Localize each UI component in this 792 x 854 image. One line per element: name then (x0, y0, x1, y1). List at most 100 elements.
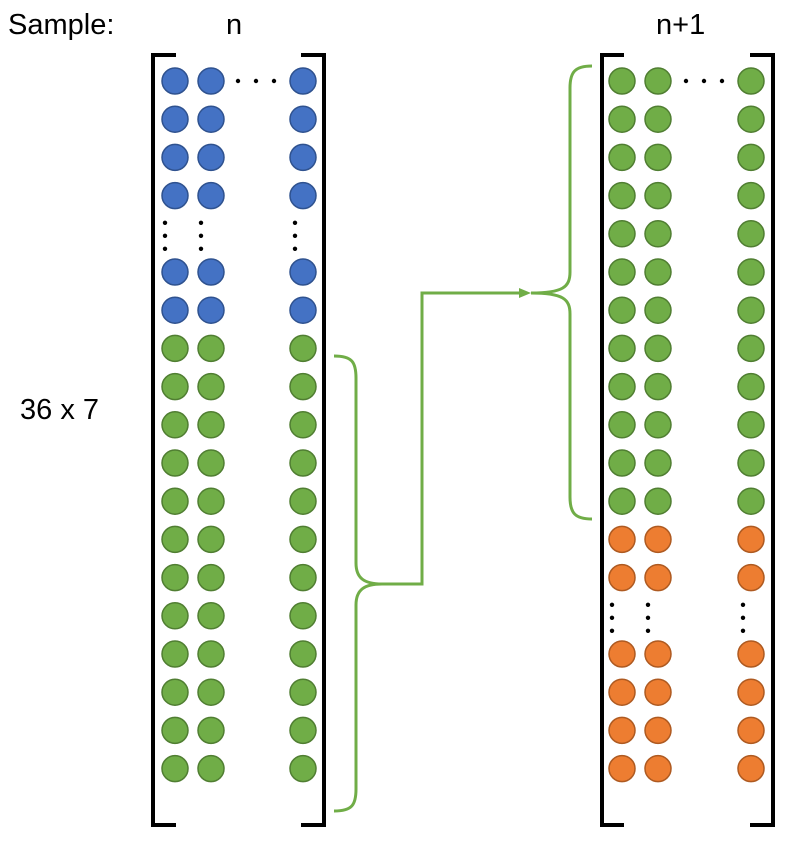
green-element-dot (737, 411, 765, 439)
vertical-ellipsis-dot (740, 615, 746, 620)
green-element-dot (161, 602, 189, 630)
green-element-dot (289, 487, 317, 515)
orange-element-dot (608, 754, 636, 783)
green-element-dot (197, 640, 225, 668)
green-element-dot (161, 525, 189, 554)
left-matrix (161, 67, 317, 783)
vertical-ellipsis-dot (609, 602, 615, 607)
vertical-ellipsis-dot (162, 220, 168, 225)
green-element-dot (289, 716, 317, 745)
green-element-dot (737, 487, 765, 515)
green-element-dot (644, 487, 672, 515)
blue-element-dot (289, 181, 317, 210)
green-element-dot (644, 181, 672, 210)
orange-element-dot (644, 525, 672, 554)
orange-element-dot (737, 678, 765, 706)
green-element-dot (197, 411, 225, 439)
green-element-dot (197, 716, 225, 745)
green-element-dot (737, 449, 765, 477)
vertical-ellipsis-dot (740, 602, 746, 607)
horizontal-ellipsis-dot (271, 78, 277, 84)
green-element-dot (737, 220, 765, 248)
blue-element-dot (197, 296, 225, 324)
green-element-dot (161, 640, 189, 668)
orange-element-dot (644, 640, 672, 668)
orange-element-dot (644, 754, 672, 783)
green-element-dot (161, 754, 189, 783)
green-element-dot (289, 640, 317, 668)
green-element-dot (197, 602, 225, 630)
green-element-dot (289, 372, 317, 401)
vertical-ellipsis-dot (740, 628, 746, 633)
sample-label: Sample: (8, 9, 115, 41)
green-element-dot (644, 220, 672, 248)
vertical-ellipsis-dot (162, 246, 168, 251)
vertical-ellipsis-dot (645, 615, 651, 620)
green-element-dot (289, 678, 317, 706)
orange-element-dot (644, 678, 672, 706)
green-element-dot (608, 220, 636, 248)
orange-element-dot (608, 563, 636, 592)
vertical-ellipsis-dot (198, 233, 204, 238)
right-matrix-header: n+1 (656, 9, 706, 41)
orange-element-dot (737, 563, 765, 592)
green-element-dot (161, 449, 189, 477)
blue-element-dot (161, 181, 189, 210)
green-element-dot (608, 411, 636, 439)
green-element-dot (161, 372, 189, 401)
vertical-ellipsis-dot (198, 220, 204, 225)
green-element-dot (197, 487, 225, 515)
green-element-dot (289, 563, 317, 592)
green-element-dot (161, 487, 189, 515)
matrix-size-label: 36 x 7 (20, 394, 99, 426)
green-element-dot (644, 67, 672, 95)
vertical-ellipsis-dot (609, 615, 615, 620)
green-element-dot (197, 449, 225, 477)
blue-element-dot (197, 181, 225, 210)
green-element-dot (197, 678, 225, 706)
green-element-dot (197, 525, 225, 554)
blue-element-dot (197, 143, 225, 172)
green-element-dot (737, 67, 765, 95)
orange-element-dot (608, 525, 636, 554)
green-element-dot (197, 334, 225, 363)
green-element-dot (289, 411, 317, 439)
green-element-dot (608, 258, 636, 286)
green-element-dot (644, 372, 672, 401)
green-element-dot (608, 296, 636, 324)
left-matrix-header: n (226, 9, 243, 41)
green-element-dot (161, 678, 189, 706)
vertical-ellipsis-dot (645, 628, 651, 633)
green-element-dot (644, 105, 672, 133)
blue-element-dot (289, 105, 317, 133)
green-element-dot (737, 181, 765, 210)
horizontal-ellipsis-dot (253, 78, 259, 84)
vertical-ellipsis-dot (292, 220, 298, 225)
green-element-dot (644, 143, 672, 172)
right-matrix-open-bracket (600, 53, 624, 827)
blue-element-dot (161, 143, 189, 172)
vertical-ellipsis-dot (645, 602, 651, 607)
green-element-dot (197, 372, 225, 401)
green-element-dot (737, 143, 765, 172)
green-element-dot (737, 296, 765, 324)
left-matrix-close-bracket (301, 53, 326, 827)
orange-element-dot (644, 563, 672, 592)
green-element-dot (608, 67, 636, 95)
vertical-ellipsis-dot (162, 233, 168, 238)
green-element-dot (608, 105, 636, 133)
green-element-dot (737, 258, 765, 286)
vertical-ellipsis-dot (292, 246, 298, 251)
right-curly-brace (530, 64, 593, 521)
blue-element-dot (289, 296, 317, 324)
horizontal-ellipsis-dot (701, 78, 707, 84)
blue-element-dot (289, 143, 317, 172)
blue-element-dot (161, 67, 189, 95)
green-element-dot (289, 334, 317, 363)
green-element-dot (644, 258, 672, 286)
horizontal-ellipsis-dot (235, 78, 241, 84)
right-matrix-close-bracket (750, 53, 775, 827)
blue-element-dot (161, 296, 189, 324)
blue-element-dot (197, 67, 225, 95)
